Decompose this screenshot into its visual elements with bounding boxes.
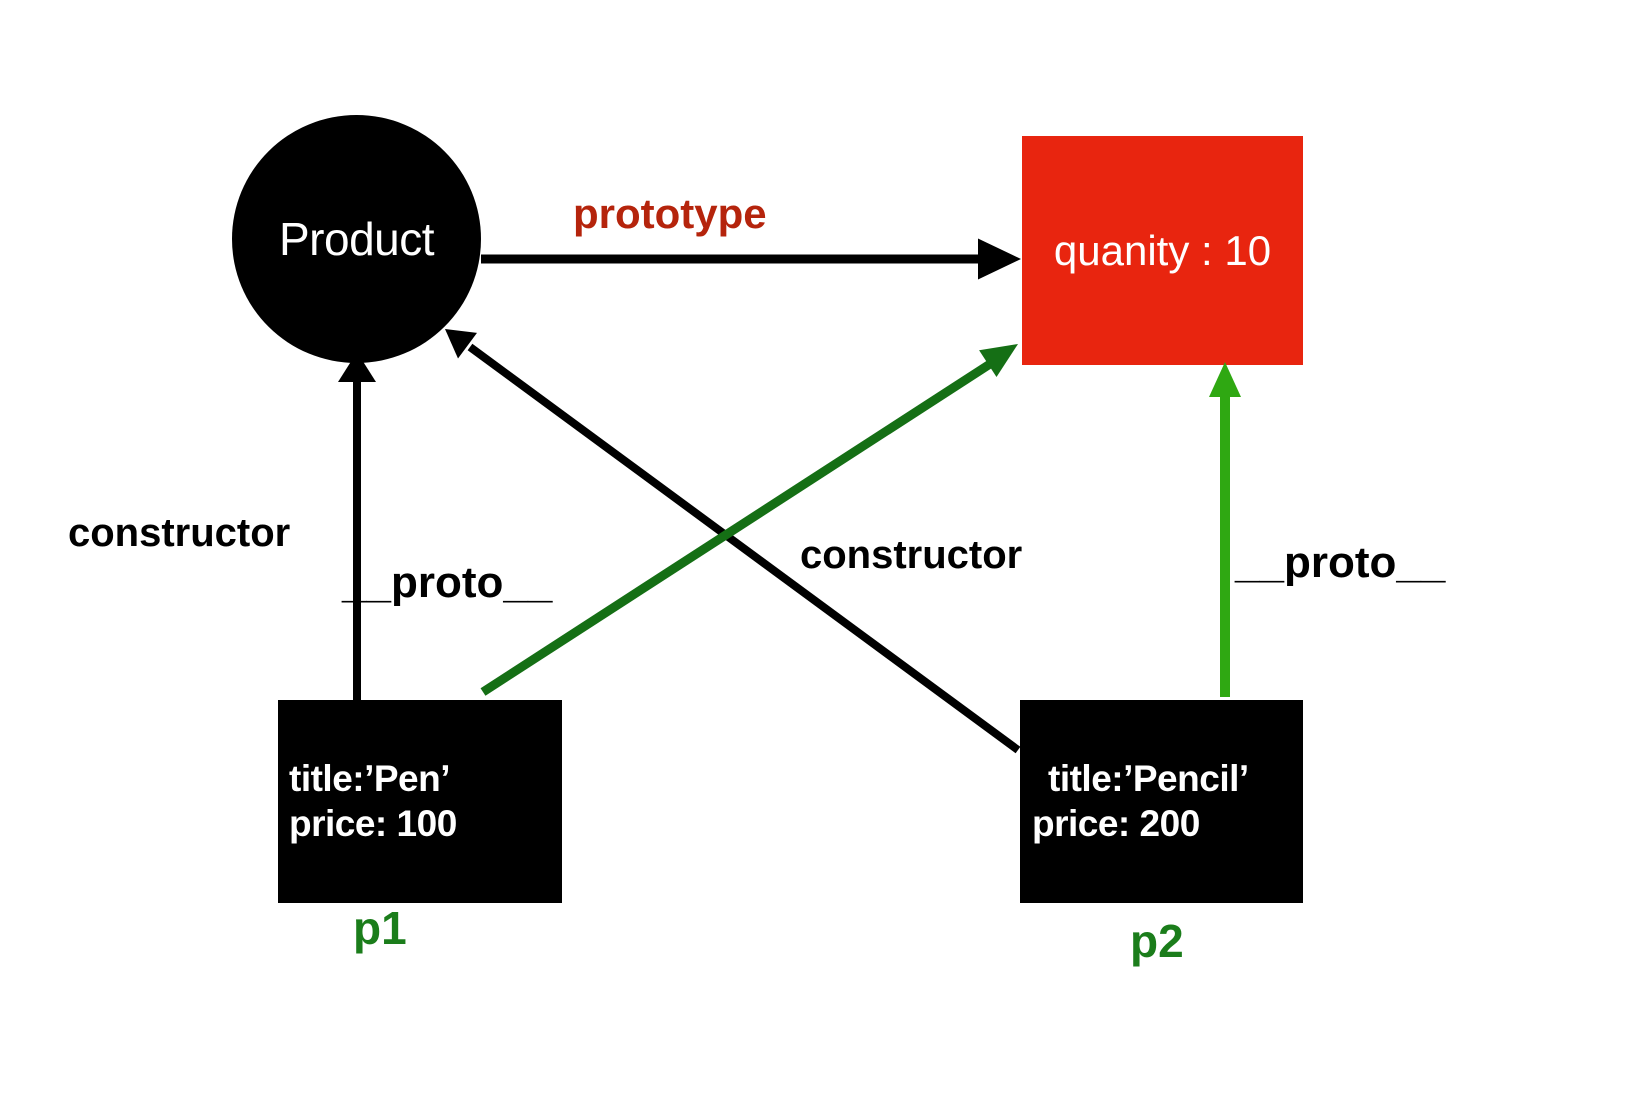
constructor-arrow-p1 bbox=[338, 352, 376, 700]
prototype-object-node: quanity : 10 bbox=[1022, 136, 1303, 365]
proto-arrowhead-p2-icon bbox=[1209, 362, 1241, 397]
p1-caption: p1 bbox=[353, 902, 407, 954]
p2-price-line: price: 200 bbox=[1032, 802, 1200, 844]
proto-arrow-p1-shaft bbox=[480, 360, 993, 696]
p1-price-line: price: 100 bbox=[289, 802, 457, 844]
p1-title-line: title:’Pen’ bbox=[289, 758, 451, 800]
prototype-arrowhead-icon bbox=[978, 238, 1021, 280]
proto-p2-edge-label: __proto__ bbox=[1235, 538, 1446, 587]
prototype-edge-label: prototype bbox=[573, 190, 767, 237]
prototype-arrow bbox=[481, 238, 1021, 280]
constructor-p1-edge-label: constructor bbox=[68, 511, 291, 555]
prototype-object-label: quanity : 10 bbox=[1053, 226, 1272, 274]
p2-caption: p2 bbox=[1130, 915, 1184, 967]
constructor-p2-edge-label: constructor bbox=[800, 533, 1023, 577]
proto-arrow-p1 bbox=[480, 344, 1018, 696]
proto-arrowhead-p1-icon bbox=[979, 344, 1018, 377]
constructor-arrowhead-p2-icon bbox=[445, 329, 477, 359]
proto-arrow-p2 bbox=[1209, 362, 1241, 697]
p1-node: title:’Pen’ price: 100 bbox=[278, 700, 562, 903]
p2-node: title:’Pencil’ price: 200 bbox=[1020, 700, 1303, 903]
proto-p1-edge-label: __proto__ bbox=[342, 558, 553, 607]
product-node: Product bbox=[232, 115, 481, 363]
p2-title-line: title:’Pencil’ bbox=[1048, 758, 1249, 800]
product-label: Product bbox=[278, 213, 435, 265]
